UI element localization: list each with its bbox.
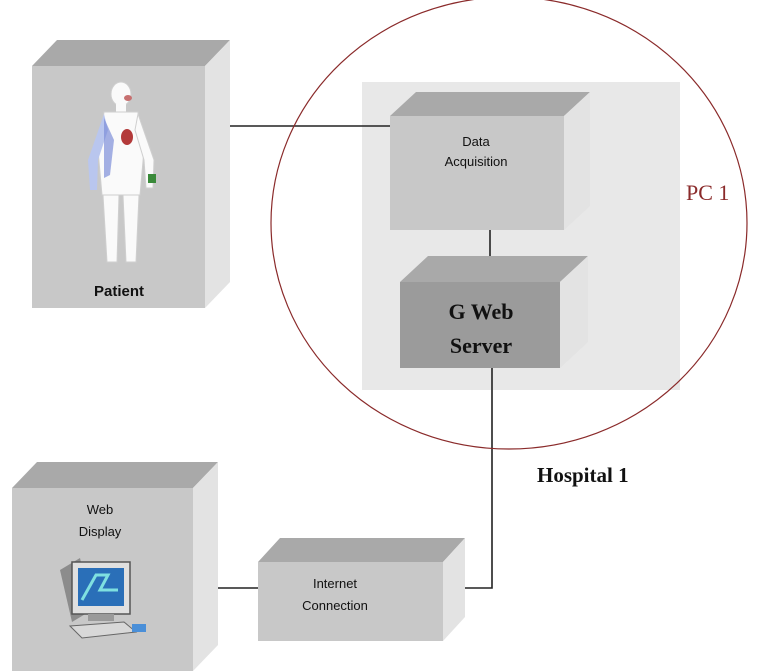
data-acquisition-label-line2: Acquisition xyxy=(445,154,508,169)
patient-box-top xyxy=(32,40,230,66)
pc-boundary-ellipse xyxy=(270,0,748,450)
computer-monitor-icon xyxy=(60,558,146,639)
web-display-box-top xyxy=(12,462,218,488)
web-server-box xyxy=(400,256,588,368)
web-server-box-front xyxy=(400,282,560,368)
internet-connection-box-top xyxy=(258,538,465,562)
internet-connection-box-front xyxy=(258,562,443,641)
internet-connection-box-side xyxy=(443,538,465,641)
patient-box-side xyxy=(205,40,230,308)
data-acquisition-box xyxy=(390,92,590,230)
web-display-box-side xyxy=(193,462,218,671)
data-acquisition-box-front xyxy=(390,116,564,230)
server-to-internet-line xyxy=(458,368,493,589)
web-server-box-top xyxy=(400,256,588,282)
hospital-label: Hospital 1 xyxy=(537,463,629,487)
internet-connection-box xyxy=(258,538,465,641)
data-acquisition-box-side xyxy=(564,92,590,230)
internet-connection-label-line2: Connection xyxy=(302,598,368,613)
internet-connection-label-line1: Internet xyxy=(313,576,357,591)
data-acquisition-label-line1: Data xyxy=(462,134,490,149)
human-body-icon xyxy=(88,81,156,263)
web-server-label-line2: Server xyxy=(450,333,513,358)
pc-label: PC 1 xyxy=(686,180,729,205)
data-acquisition-box-top xyxy=(390,92,590,116)
web-server-box-side xyxy=(560,256,588,368)
web-display-label-line1: Web xyxy=(87,502,114,517)
web-server-label-line1: G Web xyxy=(448,299,513,324)
patient-label: Patient xyxy=(94,283,144,300)
web-display-label-line2: Display xyxy=(79,524,122,539)
